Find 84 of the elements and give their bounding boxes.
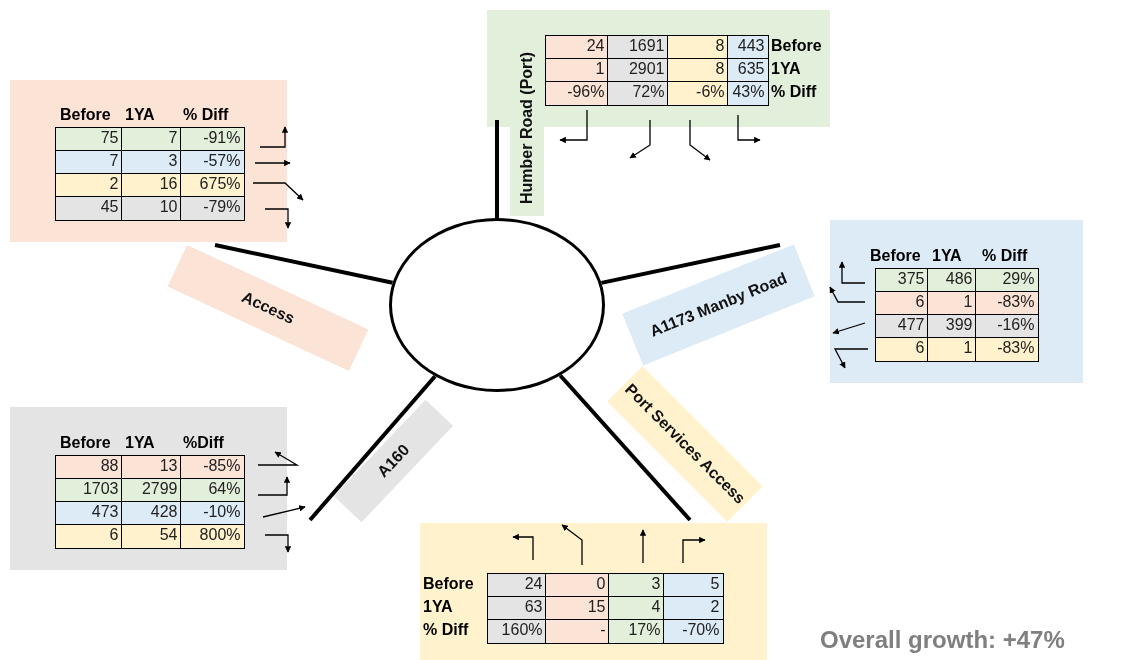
table-cell: 0 — [545, 573, 610, 598]
table-cell: -70% — [663, 619, 724, 644]
table-cell: 7 — [121, 127, 182, 152]
road-line — [308, 374, 437, 522]
table-cell: 375 — [875, 268, 929, 293]
row-header: % Diff — [423, 620, 469, 640]
column-header: 1YA — [125, 433, 155, 453]
table-cell: 160% — [487, 619, 547, 644]
table-cell: 428 — [121, 501, 182, 526]
table-cell: 16 — [121, 173, 182, 198]
row-header: Before — [423, 574, 474, 594]
table-cell: 800% — [180, 524, 245, 549]
table-cell: 6 — [875, 337, 929, 362]
table-cell: 1 — [927, 291, 977, 316]
row-header: 1YA — [771, 59, 801, 79]
table-cell: 1703 — [55, 478, 123, 503]
table-cell: 54 — [121, 524, 182, 549]
table-cell: 473 — [55, 501, 123, 526]
table-cell: 8 — [667, 35, 729, 60]
road-line — [495, 120, 499, 218]
table-cell: 5 — [663, 573, 724, 598]
summary-note: Overall growth: +47% — [820, 626, 1065, 654]
table-cell: -96% — [545, 81, 609, 106]
table-cell: 477 — [875, 314, 929, 339]
road-line — [214, 243, 393, 285]
column-header: 1YA — [932, 246, 962, 266]
table-cell: 675% — [180, 173, 245, 198]
table-cell: 8 — [667, 58, 729, 83]
row-header: 1YA — [423, 597, 453, 617]
table-cell: -83% — [975, 337, 1039, 362]
table-cell: 3 — [608, 573, 665, 598]
table-cell: -85% — [180, 455, 245, 480]
table-cell: 15 — [545, 596, 610, 621]
table-cell: 17% — [608, 619, 665, 644]
column-header: Before — [60, 433, 111, 453]
column-header: % Diff — [183, 105, 229, 125]
table-cell: 399 — [927, 314, 977, 339]
column-header: %Diff — [183, 433, 224, 453]
table-cell: 43% — [727, 81, 769, 106]
column-header: Before — [60, 105, 111, 125]
road-label-band — [510, 10, 544, 216]
row-header: % Diff — [771, 82, 817, 102]
table-cell: -83% — [975, 291, 1039, 316]
table-cell: -16% — [975, 314, 1039, 339]
table-cell: 2799 — [121, 478, 182, 503]
road-name: Humber Road (Port) — [518, 52, 536, 204]
column-header: % Diff — [982, 246, 1028, 266]
table-cell: -91% — [180, 127, 245, 152]
table-cell: 13 — [121, 455, 182, 480]
table-cell: 64% — [180, 478, 245, 503]
table-cell: -10% — [180, 501, 245, 526]
table-cell: 443 — [727, 35, 769, 60]
table-cell: 2 — [663, 596, 724, 621]
table-cell: -57% — [180, 150, 245, 175]
table-cell: 6 — [55, 524, 123, 549]
table-cell: - — [545, 619, 610, 644]
table-cell: 1691 — [607, 35, 669, 60]
table-cell: 6 — [875, 291, 929, 316]
table-cell: 2901 — [607, 58, 669, 83]
row-header: Before — [771, 36, 822, 56]
table-cell: 635 — [727, 58, 769, 83]
table-cell: 7 — [55, 150, 123, 175]
road-name: A1173 Manby Road — [647, 269, 789, 341]
table-cell: 10 — [121, 196, 182, 221]
table-cell: -79% — [180, 196, 245, 221]
table-cell: 45 — [55, 196, 123, 221]
table-cell: 1 — [927, 337, 977, 362]
table-cell: 2 — [55, 173, 123, 198]
table-cell: 486 — [927, 268, 977, 293]
column-header: Before — [870, 246, 921, 266]
table-cell: 29% — [975, 268, 1039, 293]
table-cell: 75 — [55, 127, 123, 152]
table-cell: 24 — [487, 573, 547, 598]
table-cell: 4 — [608, 596, 665, 621]
table-cell: 72% — [607, 81, 669, 106]
table-cell: 24 — [545, 35, 609, 60]
road-line — [558, 374, 692, 522]
table-cell: 88 — [55, 455, 123, 480]
table-cell: -6% — [667, 81, 729, 106]
table-cell: 3 — [121, 150, 182, 175]
table-cell: 63 — [487, 596, 547, 621]
road-line — [601, 243, 781, 285]
column-header: 1YA — [125, 105, 155, 125]
table-cell: 1 — [545, 58, 609, 83]
